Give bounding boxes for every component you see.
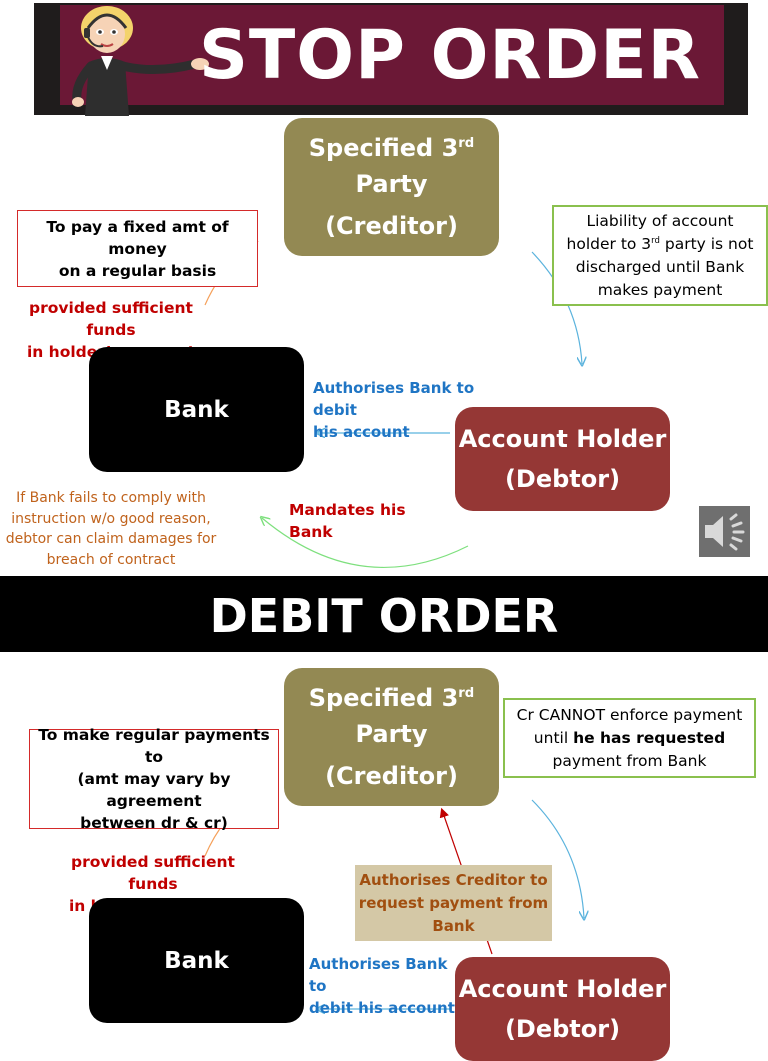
stop-mandates-label: Mandates his Bank (289, 501, 406, 541)
debit-order-banner (0, 576, 768, 652)
stop-bank-box: Bank (89, 347, 304, 472)
debit-enforce-note: Cr CANNOT enforce payment until he has r… (503, 698, 756, 778)
stop-account-holder-box: Account Holder (Debtor) (455, 407, 670, 511)
debit-creditor-box: Specified 3rd Party (Creditor) (284, 668, 499, 806)
debit-bank-box: Bank (89, 898, 304, 1023)
debit-order-title: DEBIT ORDER (209, 589, 559, 643)
stop-creditor-box: Specified 3rd Party (Creditor) (284, 118, 499, 256)
stop-damages-label: If Bank fails to comply with instruction… (5, 490, 217, 568)
debit-account-holder-box: Account Holder (Debtor) (455, 957, 670, 1061)
debit-authorises-bank-label: Authorises Bank to debit his account (309, 955, 455, 1017)
stop-liability-note: Liability of account holder to 3rd party… (552, 205, 768, 306)
debit-authorises-creditor-box: Authorises Creditor to request payment f… (355, 865, 552, 941)
stop-order-banner-inner (60, 5, 724, 105)
stop-order-title: STOP ORDER (198, 16, 702, 95)
cartoon-presenter-icon (72, 6, 209, 116)
speaker-icon[interactable] (699, 506, 750, 557)
stop-authorises-label: Authorises Bank to debit his account (313, 379, 475, 441)
stop-fixed-amount-note: To pay a fixed amt of money on a regular… (17, 210, 258, 287)
debit-regular-payments-note: To make regular payments to (amt may var… (29, 726, 279, 832)
